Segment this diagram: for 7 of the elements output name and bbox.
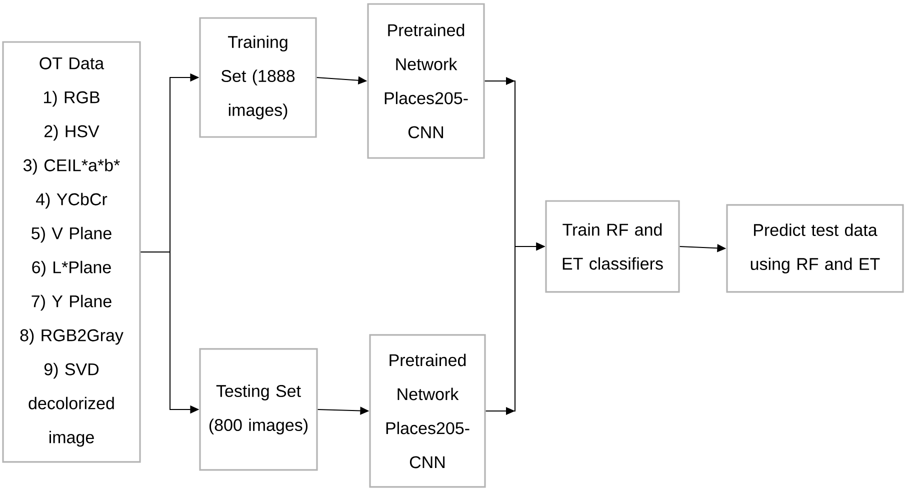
process-box: Predict test data using RF and ET [726, 204, 904, 293]
data-box: OT Data 1) RGB 2) HSV 3) CEIL*a*b* 4) YCbCr 5) V Plane 6) L*Plane 7) Y Plane 8) RGB2Gray 9) SVD decolorized image [2, 41, 141, 463]
process-box: Train RF and ET classifiers [545, 200, 680, 293]
process-box: Testing Set (800 images) [199, 348, 318, 471]
process-box: Training Set (1888 images) [199, 17, 317, 138]
process-box: Pretrained Network Places205-CNN [369, 334, 486, 488]
process-box: Pretrained Network Places205-CNN [367, 3, 485, 159]
